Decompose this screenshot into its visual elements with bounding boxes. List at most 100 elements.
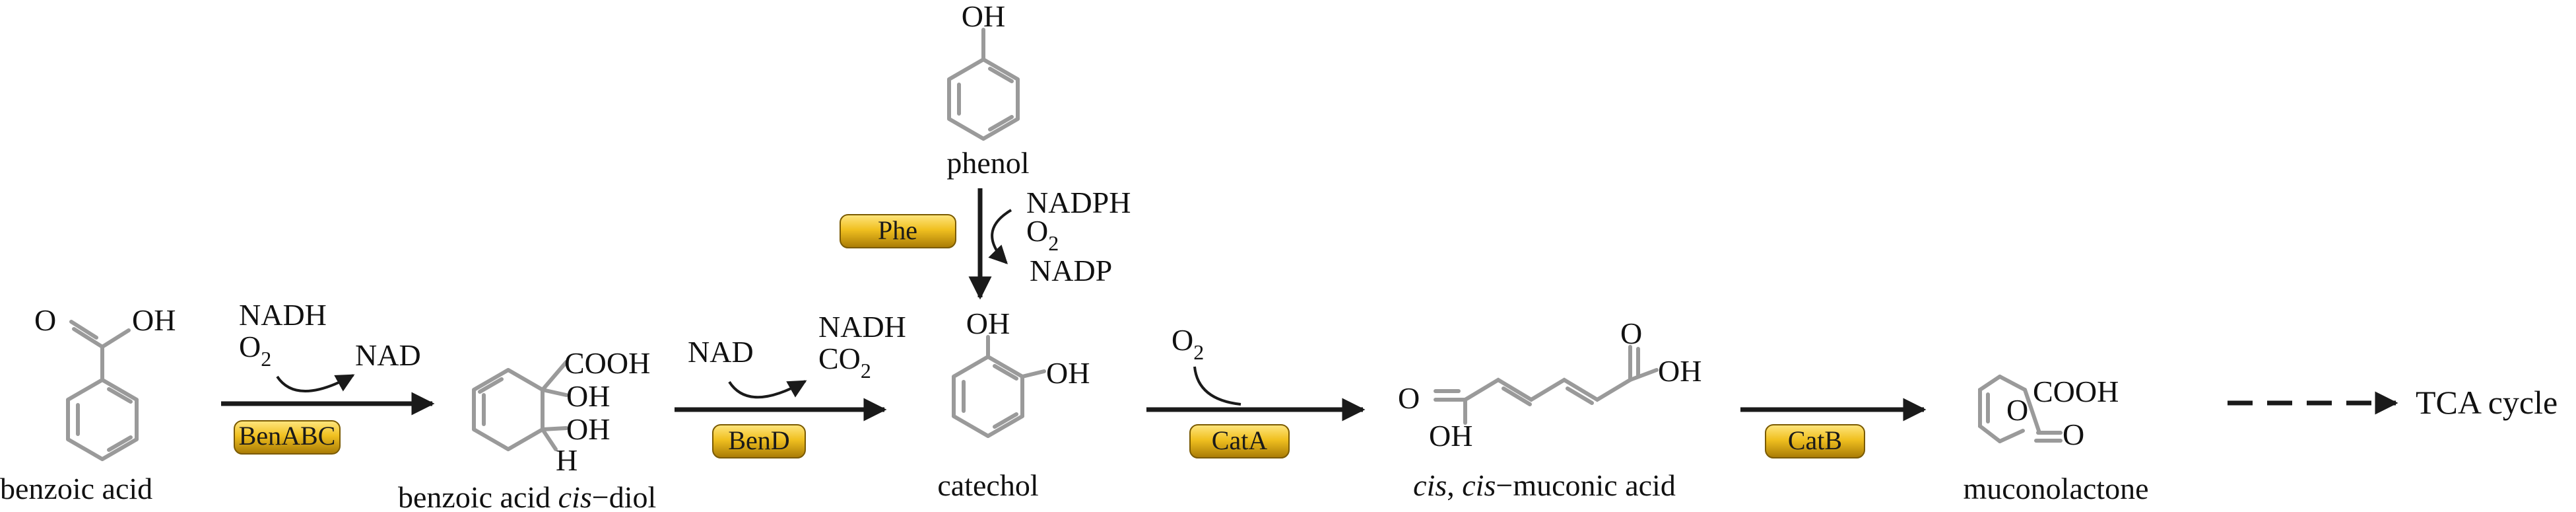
- phe-badge-shape: [840, 214, 956, 248]
- bend-nad-label: NAD: [688, 335, 754, 369]
- benzoic-acid-ring-double-bond-2: [107, 387, 133, 404]
- catechol-oh2-label: OH: [1046, 356, 1090, 390]
- phe-nadph-label: NADPH: [1026, 186, 1131, 219]
- phe-enzyme-label: Phe: [878, 215, 917, 245]
- diol-cooh-bond: [541, 360, 568, 392]
- muconic-chain-double-bond-1: [1502, 386, 1532, 406]
- phenol-structure: OH: [947, 0, 1020, 141]
- benabc-cofactor-curve: [276, 374, 355, 392]
- benabc-o2-letter: O: [239, 330, 261, 363]
- muconic-o-label: O: [1398, 381, 1420, 415]
- catechol-oh1-label: OH: [966, 307, 1010, 340]
- muconic-acid-name: cis, cis−muconic acid: [1413, 468, 1676, 502]
- bend-enzyme-badge: BenD: [712, 424, 806, 458]
- bend-badge-shape: [712, 424, 806, 458]
- diol-oh1-bond: [541, 388, 568, 397]
- bend-co2-subscript: 2: [861, 359, 871, 383]
- benzoic-acid-name: benzoic acid: [0, 472, 152, 505]
- tca-cycle-label: TCA cycle: [2416, 384, 2558, 421]
- catechol-oh2-bond: [1020, 369, 1046, 379]
- diol-oh2-bond: [541, 426, 568, 431]
- muconic-name-italic-2: cis: [1462, 468, 1496, 502]
- diol-ring-double-bond-2: [478, 377, 504, 394]
- phenol-name: phenol: [946, 146, 1029, 180]
- muconic-name-tail: −muconic acid: [1496, 468, 1675, 502]
- reaction-benabc: NADH O2 NAD BenABC: [221, 298, 435, 455]
- catechol-name: catechol: [937, 468, 1038, 502]
- benabc-o2-label: O2: [239, 330, 271, 371]
- benzoic-acid-structure: O OH: [34, 303, 176, 461]
- cata-o2-letter: O: [1172, 323, 1193, 357]
- bend-enzyme-label: BenD: [728, 425, 789, 455]
- catechol-structure: OH OH: [952, 307, 1090, 438]
- phe-cofactor-curve: [988, 209, 1012, 265]
- diol-h-label: H: [556, 443, 578, 477]
- benzoic-acid-o-label: O: [34, 303, 56, 337]
- muconic-oh-right-label: OH: [1658, 354, 1701, 388]
- muconolactone-name: muconolactone: [1963, 472, 2148, 505]
- diol-oh1-label: OH: [566, 379, 610, 413]
- muconolactone-structure: O COOH O: [1978, 375, 2119, 451]
- cata-o2-curve: [1193, 366, 1241, 406]
- reaction-bend: NAD NADH CO2 BenD: [675, 310, 906, 458]
- benabc-badge-shape: [234, 420, 341, 455]
- benzoic-acid-co-bond-a: [72, 327, 104, 349]
- muconic-right-oh-bond: [1628, 368, 1659, 382]
- phenol-ring-double-bond-3: [988, 115, 1014, 131]
- muconolactone-ring-right: [2023, 388, 2041, 435]
- catechol-ring-double-bond-2: [993, 364, 1018, 381]
- reaction-cata: O2 CatA: [1146, 323, 1366, 458]
- benzoic-acid-ring-double-bond-3: [107, 435, 133, 452]
- muconolactone-cooh-label: COOH: [2033, 375, 2119, 408]
- bend-co2-letters: CO: [818, 342, 861, 375]
- diol-name-main: benzoic acid: [398, 480, 558, 512]
- muconolactone-o-ring-label: O: [2006, 393, 2028, 427]
- cata-enzyme-label: CatA: [1212, 425, 1268, 455]
- benabc-enzyme-badge: BenABC: [234, 420, 341, 455]
- bend-co2-label: CO2: [818, 342, 871, 383]
- bend-nadh-label: NADH: [818, 310, 906, 344]
- phenol-oh-label: OH: [962, 0, 1005, 33]
- muconolactone-ring-top: [1998, 375, 2027, 392]
- benabc-enzyme-label: BenABC: [239, 421, 336, 451]
- phe-o2-label: O2: [1026, 214, 1059, 255]
- benabc-nad-label: NAD: [355, 338, 421, 372]
- muconic-o-top-label: O: [1620, 316, 1642, 350]
- cata-badge-shape: [1189, 424, 1290, 458]
- muconic-name-mid: ,: [1447, 468, 1462, 502]
- phe-o2-letter: O: [1026, 214, 1048, 248]
- phenol-ring: [947, 57, 1020, 141]
- reaction-phe: NADPH O2 NADP Phe: [840, 186, 1131, 300]
- diol-structure: COOH OH OH H: [472, 346, 650, 477]
- muconic-oh-bottom-label: OH: [1429, 419, 1472, 453]
- phe-nadp-label: NADP: [1030, 254, 1112, 287]
- phe-enzyme-badge: Phe: [840, 214, 956, 248]
- diol-name: benzoic acid cis−diol: [398, 480, 656, 512]
- diol-h-bond: [541, 427, 558, 451]
- muconolactone-ring-left: [1978, 375, 2002, 443]
- catb-badge-shape: [1765, 424, 1865, 458]
- benabc-o2-subscript: 2: [261, 347, 271, 371]
- benzoic-acid-coh-bond: [100, 328, 131, 349]
- cata-o2-subscript: 2: [1193, 340, 1204, 364]
- cata-o2-label: O2: [1172, 323, 1204, 364]
- benzoic-acid-oh-label: OH: [132, 303, 176, 337]
- diol-oh2-label: OH: [566, 412, 610, 446]
- benzoic-acid-ring: [66, 378, 139, 461]
- muconic-chain: [1463, 345, 1632, 402]
- diol-cooh-label: COOH: [564, 346, 650, 380]
- muconolactone-o-keto-label: O: [2063, 418, 2084, 451]
- bend-cofactor-curve: [728, 380, 807, 399]
- cata-enzyme-badge: CatA: [1189, 424, 1290, 458]
- diol-name-tail: −diol: [592, 480, 657, 512]
- benabc-nadh-label: NADH: [239, 298, 327, 332]
- catechol-ring-double-bond-3: [993, 412, 1018, 429]
- phe-o2-subscript: 2: [1048, 231, 1059, 255]
- benzoic-acid-co-bond-b: [69, 320, 98, 340]
- catb-enzyme-label: CatB: [1788, 425, 1842, 455]
- reaction-catb: CatB: [1740, 398, 1927, 458]
- muconolactone-ring-bottom: [1998, 429, 2025, 443]
- catb-enzyme-badge: CatB: [1765, 424, 1865, 458]
- muconic-chain-double-bond-2: [1566, 386, 1594, 405]
